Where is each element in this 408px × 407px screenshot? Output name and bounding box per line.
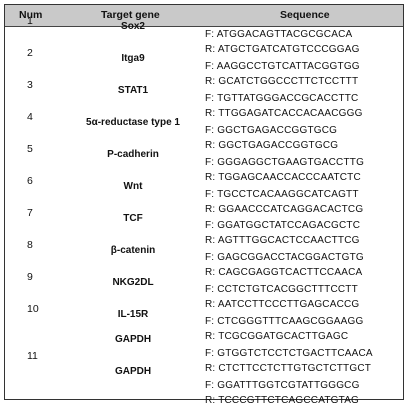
header-num: Num <box>19 9 43 21</box>
row-gene: NKG2DL <box>112 277 154 288</box>
row-num: 9 <box>27 271 33 283</box>
forward-primer: F: TGTTATGGGACCGCACCTTC <box>205 93 359 104</box>
row-gene: IL-15R <box>117 309 149 320</box>
row-num: 7 <box>27 207 33 219</box>
forward-primer: F: AAGGCCTGTCATTACGGTGG <box>205 61 360 72</box>
forward-primer: F: TGCCTCACAAGGCATCAGTT <box>205 189 359 200</box>
reverse-primer: R: GCATCTGGCCCTTCTCCTTT <box>205 76 359 87</box>
reverse-primer: R: AATCCTTCCCTTGAGCACCG <box>205 299 360 310</box>
row-gene: Itga9 <box>121 53 145 64</box>
reverse-primer: R: GGCTGAGACCGGTGCG <box>205 140 339 151</box>
row-num: 6 <box>27 175 33 187</box>
row-gene: GAPDH <box>114 334 152 345</box>
reverse-primer: R: ATGCTGATCATGTCCCGGAG <box>205 44 360 55</box>
forward-primer: F: GAGCGGACCTACGGACTGTG <box>205 252 364 263</box>
row-num: 4 <box>27 111 33 123</box>
forward-primer: F: ATGGACAGTTACGCGCACA <box>205 29 353 40</box>
header-sequence: Sequence <box>280 9 330 21</box>
reverse-primer: R: TTGGAGATCACCACAACGGG <box>205 108 363 119</box>
forward-primer: F: GTGGTCTCCTCTGACTTCAACA <box>205 348 373 359</box>
forward-primer: F: CTCGGGTTTCAAGCGGAAGG <box>205 316 364 327</box>
row-num: 3 <box>27 79 33 91</box>
forward-primer: F: GGGAGGCTGAAGTGACCTTG <box>205 157 365 168</box>
reverse-primer: R: TCGCGGATGCACTTGAGC <box>205 331 349 342</box>
reverse-primer: R: TGGAGCAACCACCCAATCTC <box>205 172 361 183</box>
header-gene: Target gene <box>101 9 160 21</box>
forward-primer: F: GGATGGCTATCCAGACGCTC <box>205 220 361 231</box>
row-num: 2 <box>27 47 33 59</box>
forward-primer: F: GGCTGAGACCGGTGCG <box>205 125 338 136</box>
reverse-primer: R: AGTTTGGCACTCCAACTTCG <box>205 235 360 246</box>
row-gene: Sox2 <box>121 21 145 32</box>
row-gene: β-catenin <box>110 245 156 256</box>
reverse-primer: R: CTCTTCCTCTTGTGCTCTTGCT <box>205 363 372 374</box>
reverse-primer: R: GGAACCCATCAGGACACTCG <box>205 204 364 215</box>
row-gene: TCF <box>123 213 143 224</box>
row-gene: STAT1 <box>117 85 149 96</box>
row-gene: Wnt <box>123 181 143 192</box>
forward-primer: F: GGATTTGGTCGTATTGGGCG <box>205 380 360 391</box>
row-gene: P-cadherin <box>107 149 159 160</box>
row-gene: GAPDH <box>114 366 152 377</box>
row-num: 10 <box>27 303 39 315</box>
reverse-primer: R: TCCCGTTCTCAGCCATGTAG <box>205 395 360 406</box>
row-num: 1 <box>27 15 33 27</box>
table-header: Num Target gene Sequence <box>5 5 403 27</box>
row-num: 5 <box>27 143 33 155</box>
reverse-primer: R: CAGCGAGGTCACTTCCAACA <box>205 267 363 278</box>
forward-primer: F: CCTCTGTCACGGCTTTCCTT <box>205 284 358 295</box>
row-gene: 5α-reductase type 1 <box>86 117 180 128</box>
row-num: 11 <box>27 350 38 362</box>
row-num: 8 <box>27 239 33 251</box>
